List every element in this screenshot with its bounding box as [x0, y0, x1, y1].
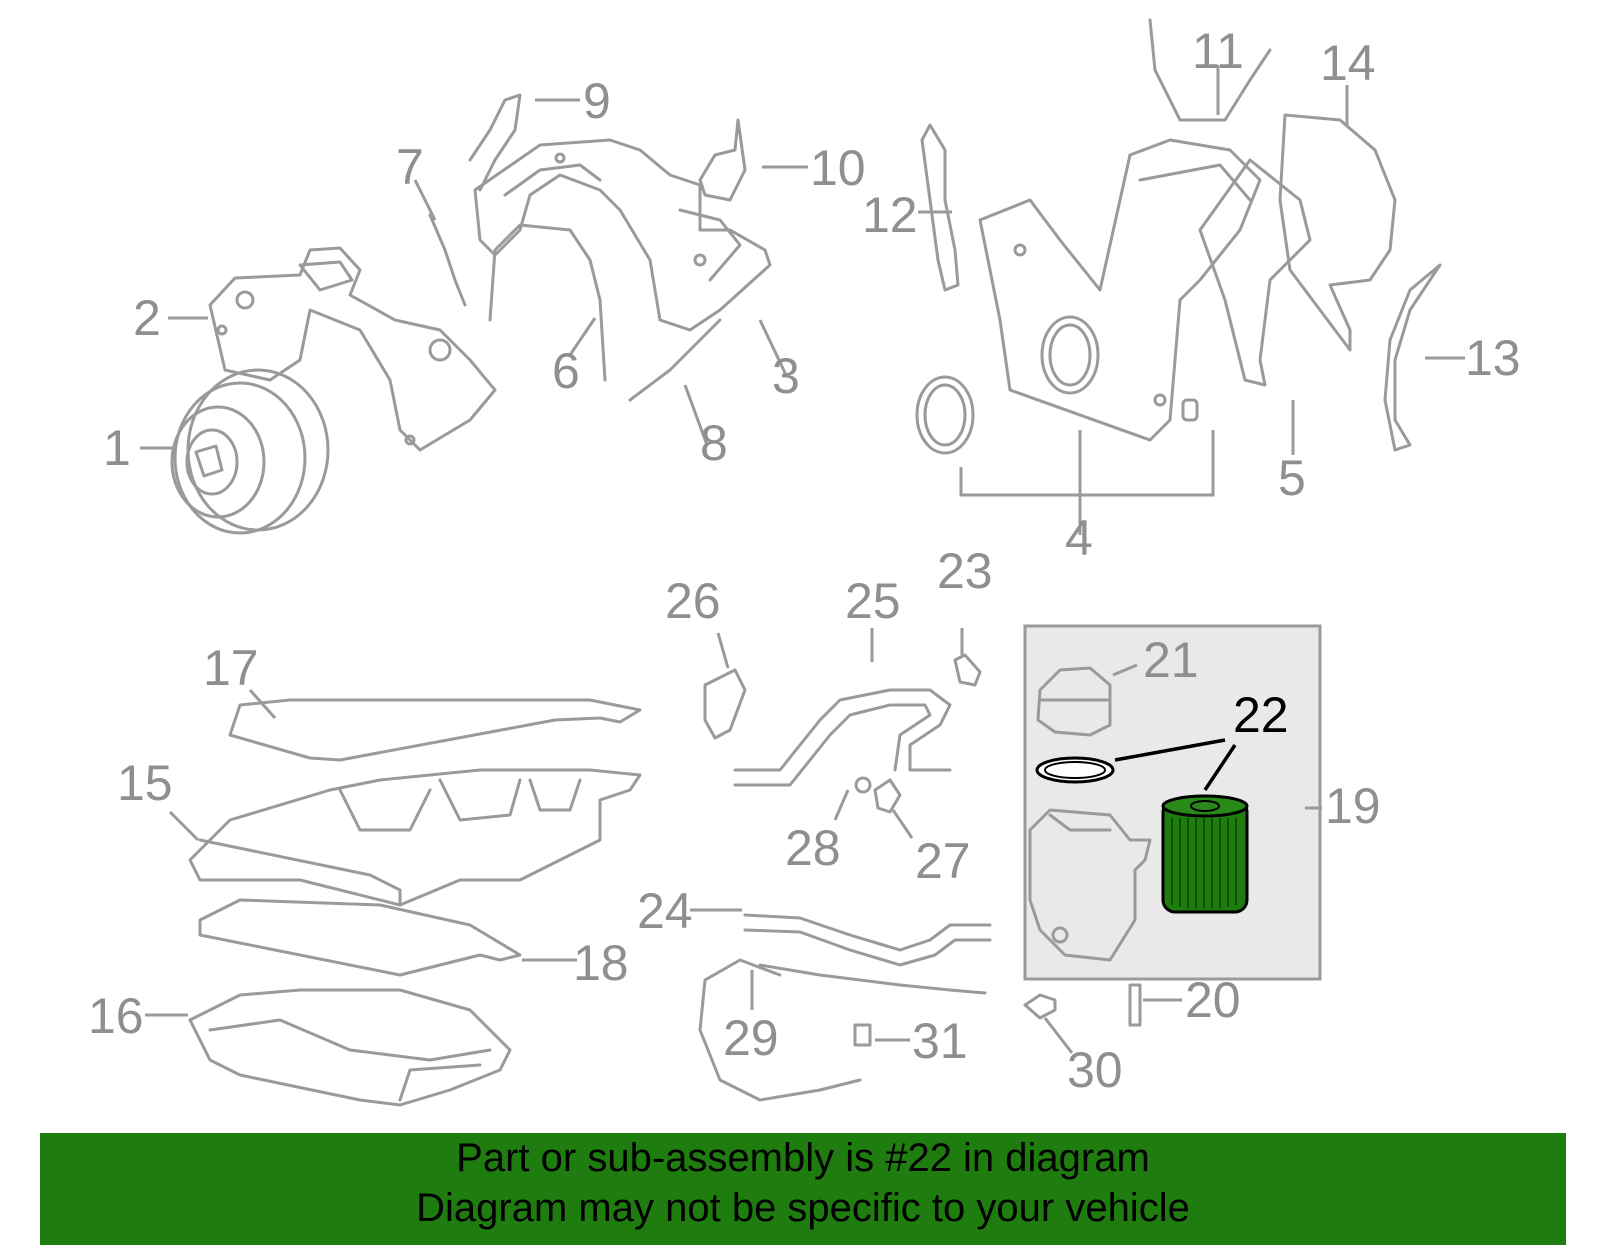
part-28-clip[interactable] — [854, 776, 872, 794]
callout-17[interactable]: 17 — [203, 640, 259, 696]
callout-18[interactable]: 18 — [573, 935, 629, 991]
part-17-gasket[interactable] — [228, 698, 642, 762]
callout-3[interactable]: 3 — [772, 348, 800, 404]
callout-13[interactable]: 13 — [1465, 330, 1521, 386]
callout-9[interactable]: 9 — [583, 73, 611, 129]
callout-22[interactable]: 22 — [1233, 687, 1289, 743]
part-14-gasket[interactable] — [1278, 113, 1397, 352]
callout-21[interactable]: 21 — [1143, 632, 1199, 688]
callout-25[interactable]: 25 — [845, 573, 901, 629]
callout-1[interactable]: 1 — [103, 420, 131, 476]
part-9-gasket[interactable] — [468, 93, 522, 192]
part-11-gasket[interactable] — [1148, 18, 1272, 122]
part-2-cover[interactable] — [208, 246, 497, 452]
part-31-bolt[interactable] — [853, 1023, 872, 1047]
callout-5[interactable]: 5 — [1278, 450, 1306, 506]
part-15-oil-pan-upper[interactable] — [188, 768, 642, 907]
part-4-dowel[interactable] — [1181, 398, 1199, 422]
callout-20[interactable]: 20 — [1185, 972, 1241, 1028]
callout-14[interactable]: 14 — [1320, 35, 1376, 91]
callout-11[interactable]: 11 — [1192, 23, 1244, 79]
callout-29[interactable]: 29 — [723, 1010, 779, 1066]
part-1-pulley[interactable] — [170, 368, 330, 535]
part-13-gasket[interactable] — [1383, 263, 1442, 452]
callout-26[interactable]: 26 — [665, 573, 721, 629]
part-21-cap[interactable] — [1036, 666, 1112, 737]
callout-15[interactable]: 15 — [117, 755, 173, 811]
part-26-bracket[interactable] — [703, 668, 747, 740]
callout-30[interactable]: 30 — [1067, 1042, 1123, 1098]
callout-4[interactable]: 4 — [1065, 510, 1093, 566]
part-18-gasket[interactable] — [198, 898, 522, 977]
part-22-oil-filter-element[interactable] — [1161, 794, 1249, 914]
callout-27[interactable]: 27 — [915, 833, 971, 889]
banner-line-disclaimer: Diagram may not be specific to your vehi… — [416, 1186, 1190, 1230]
callout-12[interactable]: 12 — [862, 187, 918, 243]
part-7-gasket[interactable] — [428, 213, 467, 307]
callout-31[interactable]: 31 — [912, 1013, 968, 1069]
part-27-bracket[interactable] — [873, 778, 902, 814]
part-19-oil-filter-housing-group[interactable] — [1023, 624, 1322, 981]
callout-7[interactable]: 7 — [396, 139, 424, 195]
part-10-gasket[interactable] — [698, 118, 747, 202]
callout-numbers: 1 2 3 4 5 6 7 8 9 10 11 12 13 14 15 16 1… — [88, 23, 1521, 1098]
callout-16[interactable]: 16 — [88, 988, 144, 1044]
callout-28[interactable]: 28 — [785, 820, 841, 876]
part-4-timing-cover[interactable] — [978, 138, 1262, 442]
part-25-hose[interactable] — [733, 688, 952, 787]
part-20-valve[interactable] — [1128, 983, 1142, 1027]
part-5-gasket[interactable] — [1198, 158, 1312, 387]
part-3-cover[interactable] — [473, 138, 772, 332]
part-22-o-ring[interactable] — [1035, 756, 1115, 784]
callout-24[interactable]: 24 — [637, 883, 693, 939]
leader-lines — [140, 65, 1465, 1054]
part-24-hose[interactable] — [743, 913, 992, 967]
banner-line-part: Part or sub-assembly is #22 in diagram — [456, 1136, 1150, 1180]
part-12-gasket[interactable] — [920, 123, 960, 292]
part-16-oil-pan-lower[interactable] — [188, 988, 512, 1107]
callout-23[interactable]: 23 — [937, 543, 993, 599]
part-4-seal[interactable] — [915, 375, 975, 455]
callout-6[interactable]: 6 — [552, 343, 580, 399]
callout-10[interactable]: 10 — [810, 140, 866, 196]
part-19-housing[interactable] — [1028, 808, 1152, 962]
part-30-sensor[interactable] — [1023, 993, 1057, 1020]
callout-2[interactable]: 2 — [133, 290, 161, 346]
part-29-dipstick[interactable] — [698, 958, 987, 1102]
part-6-gasket[interactable] — [488, 223, 607, 382]
callout-8[interactable]: 8 — [700, 415, 728, 471]
part-23-fitting[interactable] — [953, 653, 982, 687]
part-8-gasket[interactable] — [628, 318, 722, 402]
part-info-banner: Part or sub-assembly is #22 in diagram D… — [40, 1133, 1566, 1245]
callout-19[interactable]: 19 — [1325, 778, 1381, 834]
